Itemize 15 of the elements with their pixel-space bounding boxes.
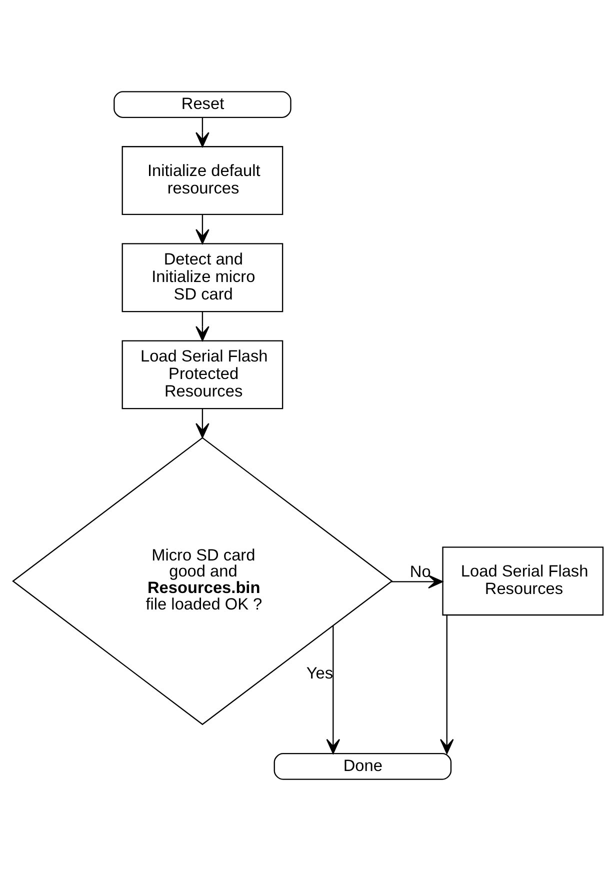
arrow — [326, 625, 340, 754]
arrow — [196, 116, 210, 147]
arrow — [440, 614, 454, 754]
node-box: Load Serial Flash Protected Resources — [122, 340, 284, 409]
node-box: Initialize default resources — [122, 146, 284, 215]
arrow — [391, 574, 444, 588]
node-box: Done — [274, 752, 452, 780]
arrow — [196, 408, 210, 438]
edge-label: Yes — [306, 664, 334, 682]
node-box: Load Serial Flash Resources — [442, 546, 604, 616]
arrow — [196, 311, 210, 341]
node-box: Reset — [114, 90, 292, 118]
arrow — [196, 214, 210, 244]
node-box: Detect and Initialize micro SD card — [122, 242, 284, 312]
edge-label: No — [410, 562, 431, 581]
